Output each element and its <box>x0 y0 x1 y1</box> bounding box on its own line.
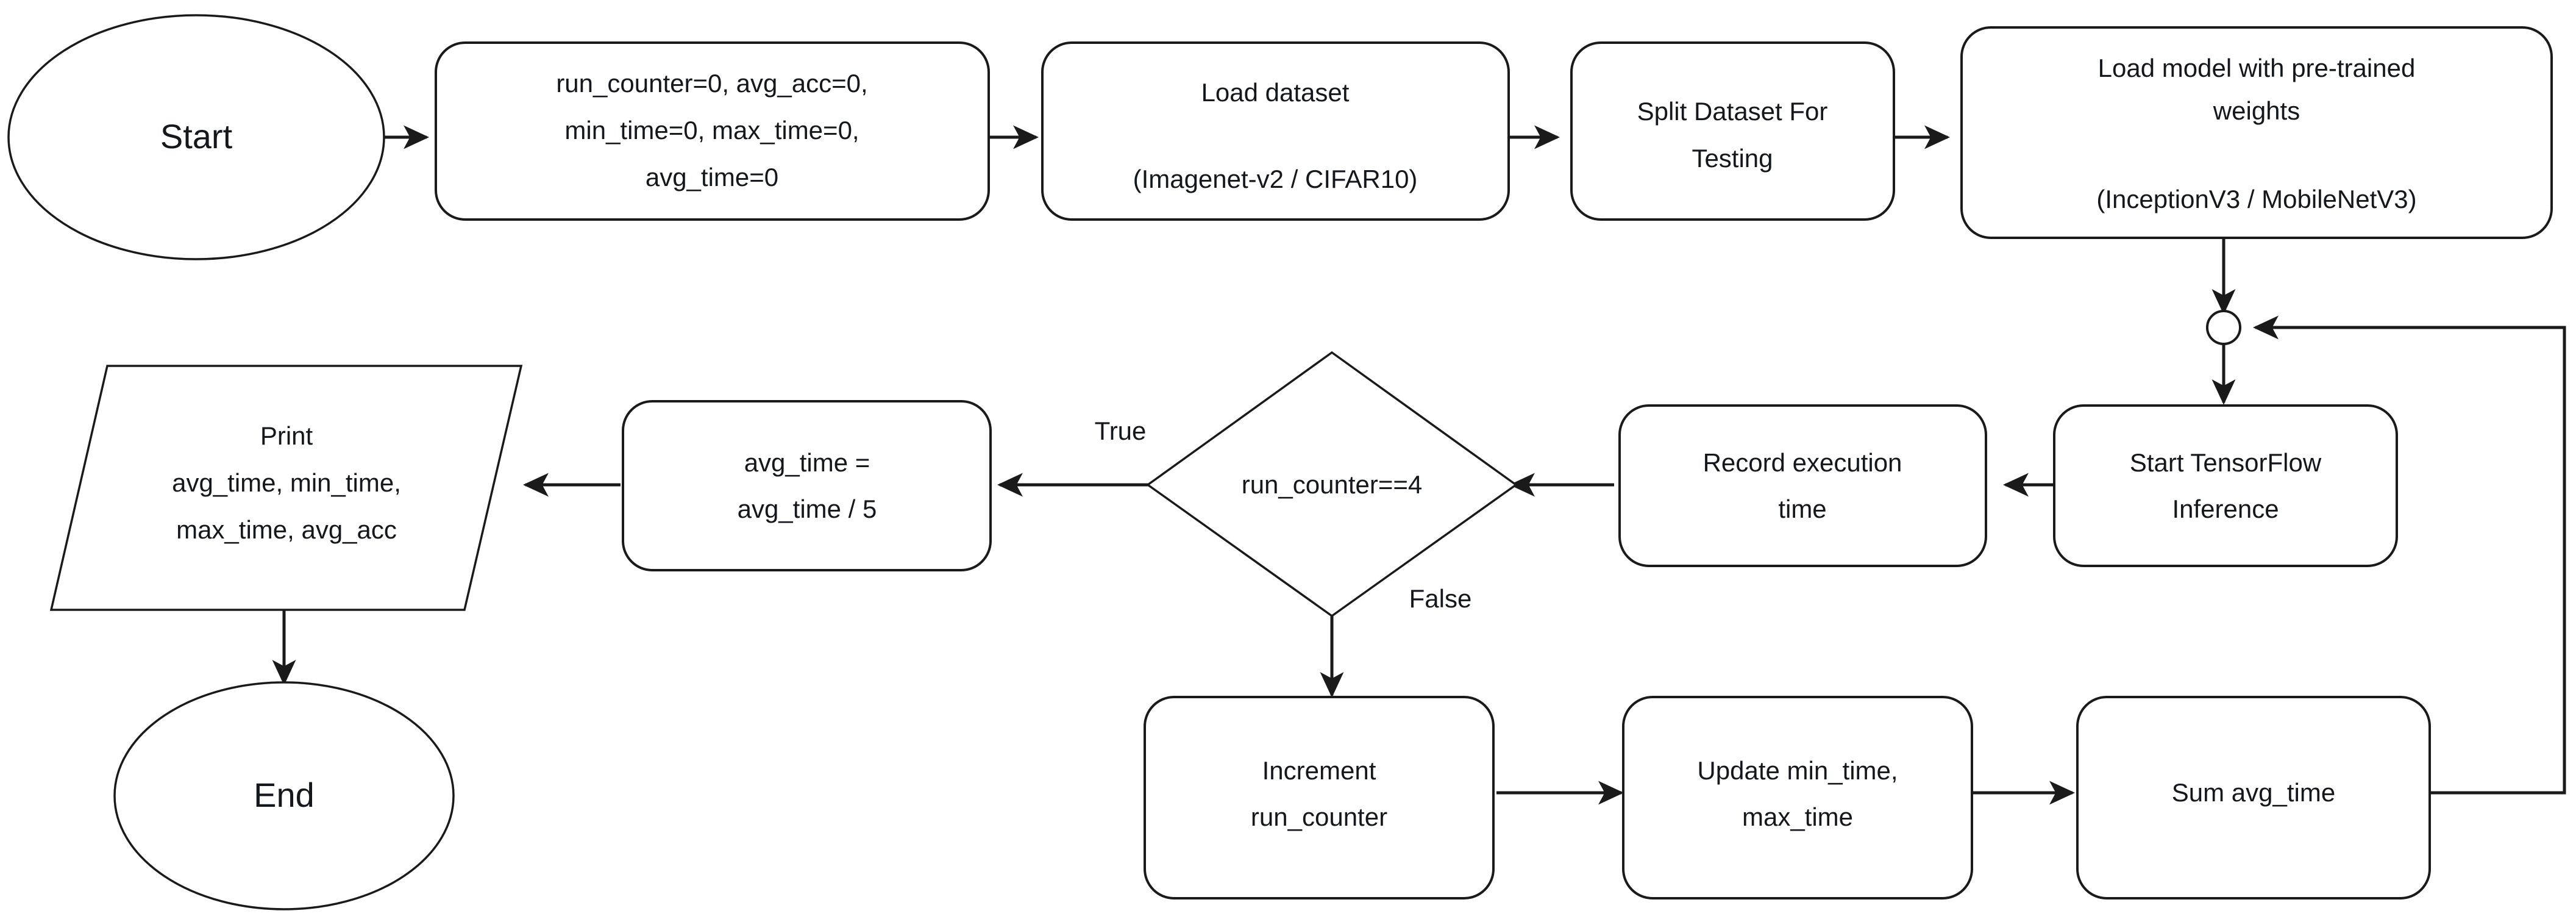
load-model-box-shape <box>1960 26 2553 239</box>
start-inference-line-2: Inference <box>2172 495 2279 523</box>
update-minmax-box-shape <box>1622 696 1973 899</box>
print-line-1: Print <box>260 421 313 450</box>
sum-avg-box-shape <box>2076 696 2431 899</box>
split-dataset-box-shape <box>1570 41 1895 221</box>
load-dataset-line-1: Load dataset <box>1201 78 1350 107</box>
node-decision: run_counter==4 <box>1145 351 1518 618</box>
update-minmax-line-2: max_time <box>1742 803 1853 831</box>
start-inference-line-1: Start TensorFlow <box>2130 448 2322 477</box>
node-load-model: Load model with pre-trained weights (Inc… <box>1960 26 2553 239</box>
print-line-3: max_time, avg_acc <box>176 515 397 544</box>
print-parallelogram-shape <box>49 365 523 611</box>
record-time-box-shape <box>1618 404 1987 567</box>
node-avg-calc: avg_time = avg_time / 5 <box>622 400 992 571</box>
node-record-time: Record execution time <box>1618 404 1987 567</box>
node-increment: Increment run_counter <box>1144 696 1495 899</box>
node-split-dataset: Split Dataset For Testing <box>1570 41 1895 221</box>
avg-calc-line-2: avg_time / 5 <box>738 495 877 523</box>
load-model-line-1: Load model with pre-trained <box>2098 54 2416 82</box>
end-label: End <box>254 776 315 814</box>
avg-calc-box-shape <box>622 400 992 571</box>
edge-label-true: True <box>1095 417 1147 445</box>
end-ellipse-shape <box>113 681 455 910</box>
init-line-2: min_time=0, max_time=0, <box>564 116 859 145</box>
start-inference-box-shape <box>2053 404 2398 567</box>
edge-label-false: False <box>1409 584 1472 613</box>
record-time-line-1: Record execution <box>1703 448 1902 477</box>
split-dataset-line-2: Testing <box>1692 144 1773 173</box>
load-model-line-2: weights <box>2213 96 2300 125</box>
decision-diamond-shape <box>1145 351 1518 618</box>
load-dataset-box-shape <box>1041 41 1510 221</box>
decision-label: run_counter==4 <box>1242 470 1423 499</box>
node-update-minmax: Update min_time, max_time <box>1622 696 1973 899</box>
node-end: End <box>113 681 455 910</box>
start-ellipse-shape <box>7 14 385 260</box>
record-time-line-2: time <box>1778 495 1826 523</box>
merge-connector-circle-shape <box>2206 310 2241 345</box>
update-minmax-line-1: Update min_time, <box>1697 756 1898 785</box>
init-line-3: avg_time=0 <box>646 163 778 191</box>
node-start: Start <box>7 14 385 260</box>
node-load-dataset: Load dataset (Imagenet-v2 / CIFAR10) <box>1041 41 1510 221</box>
increment-line-1: Increment <box>1262 756 1376 785</box>
edge-sum-avg-feedback-to-merge <box>2252 315 2566 795</box>
avg-calc-line-1: avg_time = <box>744 448 870 477</box>
start-label: Start <box>160 117 233 156</box>
node-merge-connector <box>2206 310 2241 345</box>
split-dataset-line-1: Split Dataset For <box>1637 97 1828 126</box>
print-line-2: avg_time, min_time, <box>172 468 401 497</box>
node-print: Print avg_time, min_time, max_time, avg_… <box>49 365 523 611</box>
init-line-1: run_counter=0, avg_acc=0, <box>556 69 867 98</box>
init-box-shape <box>435 41 990 221</box>
increment-line-2: run_counter <box>1251 803 1387 831</box>
load-dataset-line-2: (Imagenet-v2 / CIFAR10) <box>1133 165 1418 193</box>
node-start-inference: Start TensorFlow Inference <box>2053 404 2398 567</box>
sum-avg-line-1: Sum avg_time <box>2172 778 2335 807</box>
node-sum-avg: Sum avg_time <box>2076 696 2431 899</box>
node-init: run_counter=0, avg_acc=0, min_time=0, ma… <box>435 41 990 221</box>
increment-box-shape <box>1144 696 1495 899</box>
load-model-line-3: (InceptionV3 / MobileNetV3) <box>2096 185 2416 213</box>
